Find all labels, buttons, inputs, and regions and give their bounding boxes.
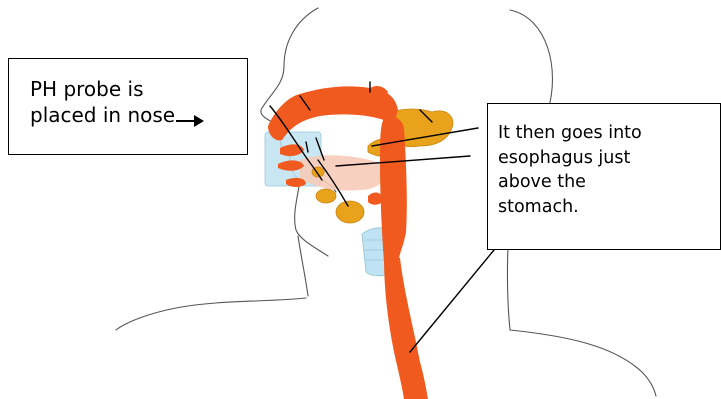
callout-nose-line-2: placed in nose xyxy=(30,103,175,127)
gland-lower-left xyxy=(316,189,336,203)
callout-nose: PH probe is placed in nose xyxy=(8,58,248,155)
callout-stomach-line-2: esophagus just xyxy=(498,146,720,171)
callout-stomach-line-1: It then goes into xyxy=(498,121,720,146)
callout-stomach: It then goes into esophagus just above t… xyxy=(487,103,721,250)
callout-stomach-line-3: above the xyxy=(498,170,720,195)
pharynx xyxy=(380,116,407,262)
callout-nose-line-2-wrap: placed in nose xyxy=(30,102,247,128)
left-shoulder-outline xyxy=(116,298,306,330)
stomach-pointer-line xyxy=(410,250,494,352)
esophagus xyxy=(384,258,428,399)
callout-nose-line-1: PH probe is xyxy=(30,76,247,102)
callout-stomach-line-4: stomach. xyxy=(498,195,720,220)
right-arrow-icon xyxy=(176,113,204,127)
gland-lower-right xyxy=(336,201,364,223)
right-shoulder-outline xyxy=(510,330,656,396)
neck-front-outline xyxy=(298,236,308,296)
